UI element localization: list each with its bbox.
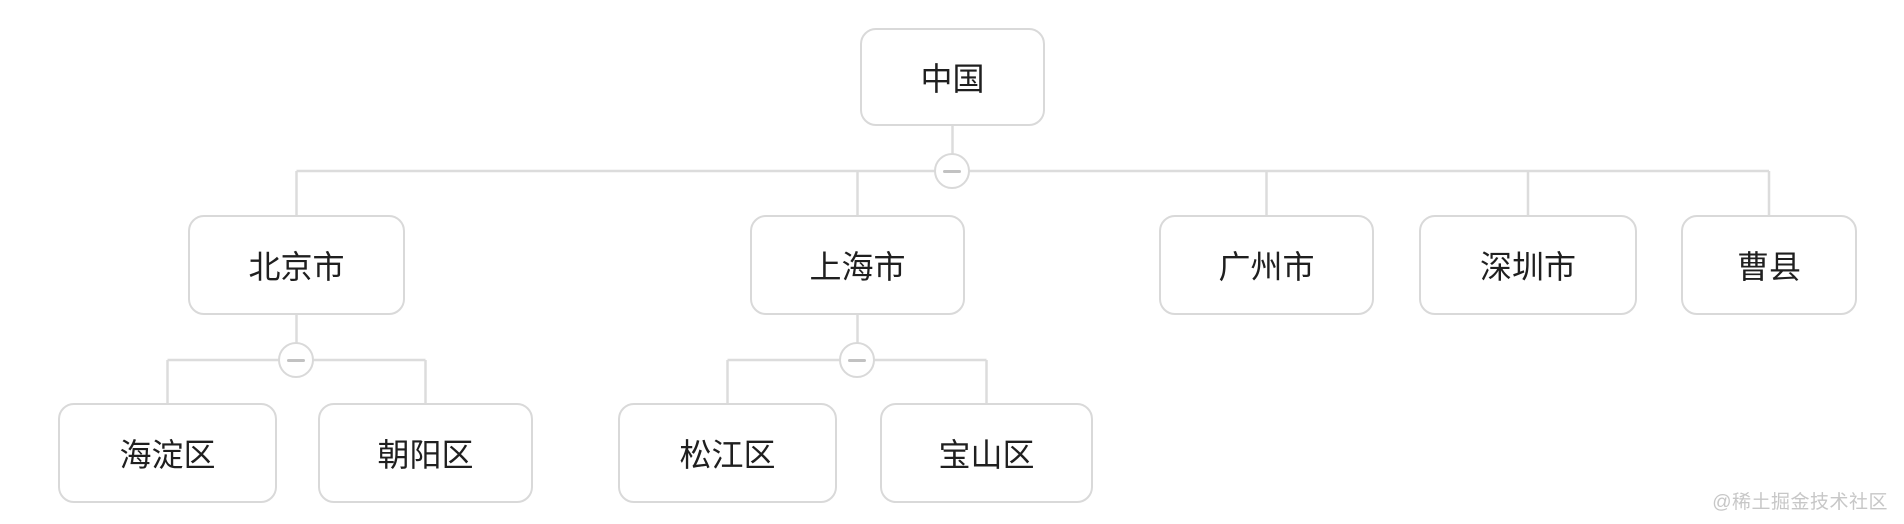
tree-node-beijing[interactable]: 北京市 — [188, 215, 405, 315]
watermark: @稀土掘金技术社区 — [1712, 492, 1888, 513]
tree-node-baoshan[interactable]: 宝山区 — [880, 403, 1093, 503]
tree-node-guangzhou[interactable]: 广州市 — [1159, 215, 1374, 315]
collapse-button-china[interactable] — [934, 153, 970, 189]
tree-node-china[interactable]: 中国 — [860, 28, 1045, 126]
minus-icon — [943, 169, 961, 173]
collapse-button-shanghai[interactable] — [839, 342, 875, 378]
tree-node-songjiang[interactable]: 松江区 — [618, 403, 837, 503]
tree-node-caoxian[interactable]: 曹县 — [1681, 215, 1857, 315]
tree-node-shanghai[interactable]: 上海市 — [750, 215, 965, 315]
tree-node-shenzhen[interactable]: 深圳市 — [1419, 215, 1637, 315]
tree-node-chaoyang[interactable]: 朝阳区 — [318, 403, 533, 503]
collapse-button-beijing[interactable] — [278, 342, 314, 378]
minus-icon — [287, 358, 305, 362]
minus-icon — [848, 358, 866, 362]
tree-node-haidian[interactable]: 海淀区 — [58, 403, 277, 503]
